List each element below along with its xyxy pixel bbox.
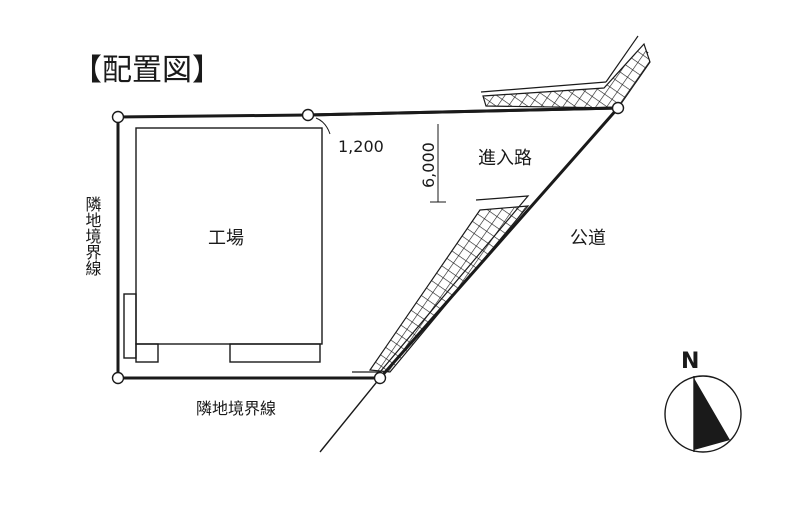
north-arrow: N [664, 349, 742, 453]
boundary-left-label: 隣地境界線 [83, 196, 102, 276]
compass-circle-icon [664, 375, 742, 453]
planting-strip-diagonal [352, 195, 530, 373]
boundary-bottom-label: 隣地境界線 [196, 399, 276, 418]
setback-dimension: 1,200 [315, 117, 384, 156]
boundary-markers [111, 101, 625, 385]
road-width-dimension: 6,000 [419, 124, 446, 203]
setback-dimension-label: 1,200 [338, 137, 384, 156]
plan-title: 【配置図】 [72, 53, 222, 88]
planting-strip-top [482, 42, 651, 109]
public-road-label: 公道 [570, 228, 606, 249]
north-arrow-label: N [681, 349, 699, 374]
factory-label: 工場 [208, 228, 244, 249]
factory-building [123, 127, 323, 363]
road-width-dimension-label: 6,000 [419, 142, 438, 188]
approach-road-label: 進入路 [478, 148, 532, 169]
north-pointer-icon [694, 378, 730, 450]
site-boundary [116, 106, 622, 380]
